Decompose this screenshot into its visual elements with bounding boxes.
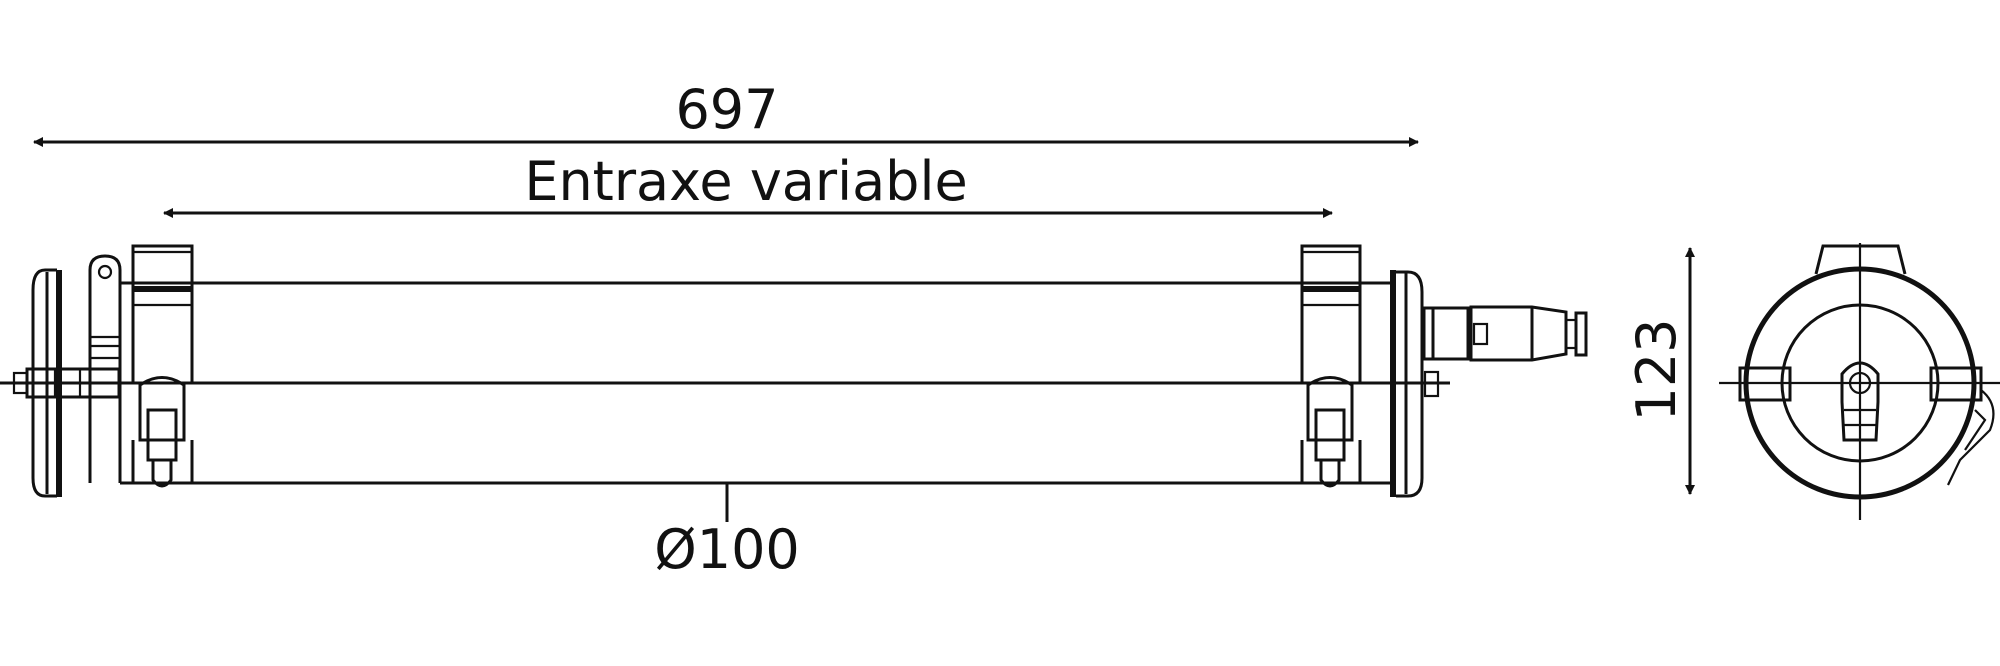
height-dimension: 123 [1625,247,1695,495]
overall-length-label: 697 [675,78,778,141]
nut [1423,370,1440,398]
overall-length-dimension: 697 [33,78,1419,147]
center-distance-label: Entraxe variable [524,150,967,213]
center-distance-dimension: Entraxe variable [163,150,1333,218]
right-end-cap [1390,270,1440,498]
luminaire-end-view [1719,243,2000,520]
cable-gland-connector [1422,305,1588,362]
nut [12,371,29,395]
screw-icon [97,264,113,280]
left-end-cap [12,254,122,498]
left-mounting-clamp [131,244,194,488]
right-mounting-clamp [1300,244,1362,488]
bolt-icon [1848,371,1872,395]
diameter-label: Ø100 [654,518,800,581]
luminaire-side-view: Ø100 [0,244,1588,581]
height-label: 123 [1625,318,1688,421]
